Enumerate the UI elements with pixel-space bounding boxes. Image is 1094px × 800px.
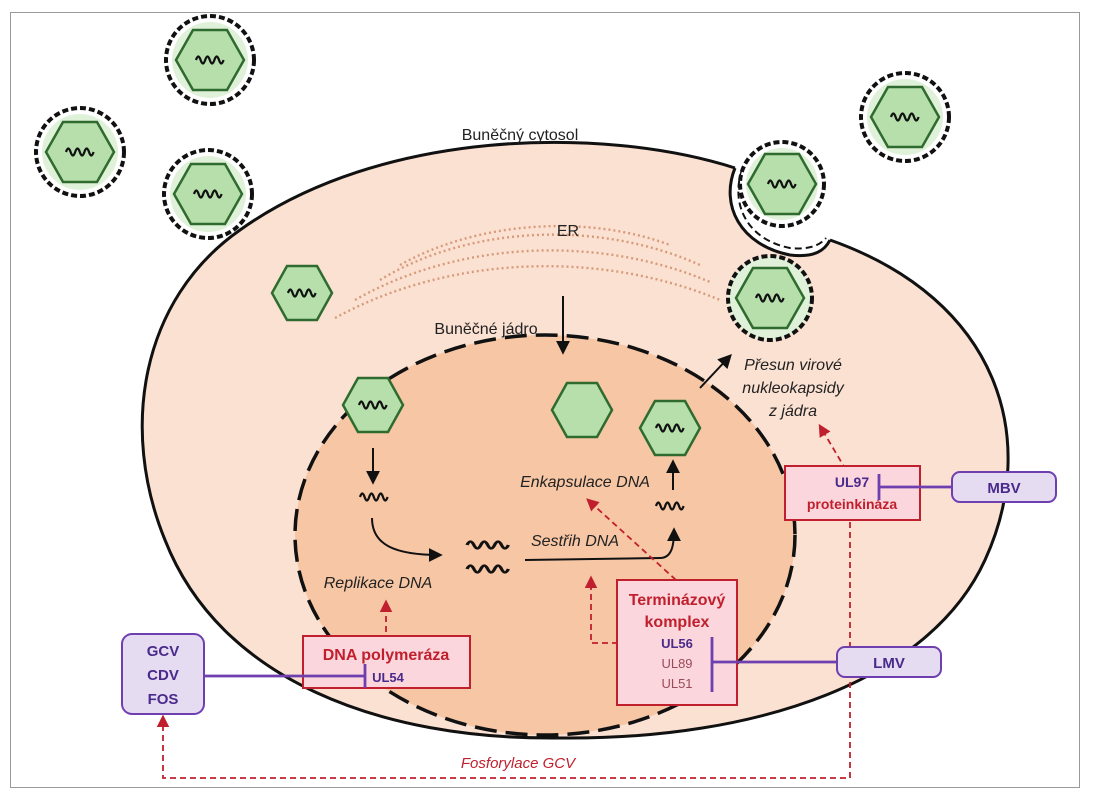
drug-gcv: GCV — [147, 643, 180, 660]
virion-outside-4 — [859, 71, 951, 163]
replication-label: Replikace DNA — [324, 575, 432, 592]
drug-box-gcv-cdv-fos: GCV CDV FOS — [121, 633, 205, 715]
transport-label-line1: Přesun virové — [744, 357, 842, 374]
figure-frame — [10, 12, 1080, 788]
ul51-gene: UL51 — [661, 676, 692, 691]
encapsulation-label: Enkapsulace DNA — [520, 474, 650, 491]
drug-box-mbv: MBV — [951, 471, 1057, 503]
ul54-gene: UL54 — [372, 670, 405, 685]
cytosol-label: Buněčný cytosol — [462, 127, 579, 144]
drug-box-lmv: LMV — [836, 646, 942, 678]
drug-fos: FOS — [148, 691, 179, 708]
ul97-kinase-box: UL97 proteinkináza — [784, 465, 921, 521]
ul89-gene: UL89 — [661, 656, 692, 671]
drug-cdv: CDV — [147, 667, 179, 684]
ul56-gene: UL56 — [661, 636, 693, 651]
virion-outside-2 — [34, 106, 126, 198]
terminase-title-line1: Terminázový — [629, 592, 726, 609]
capsid-empty — [550, 381, 614, 439]
ul97-gene: UL97 — [835, 474, 869, 490]
drug-lmv: LMV — [873, 655, 905, 672]
virion-budding — [738, 140, 826, 228]
virion-outside-1 — [164, 14, 256, 106]
virion-in-cytosol — [726, 254, 814, 342]
er-label: ER — [557, 223, 579, 240]
capsid-cytosol — [270, 264, 334, 322]
kinase-title: proteinkináza — [807, 496, 897, 512]
phosphorylation-label: Fosforylace GCV — [461, 755, 577, 772]
terminase-title-line2: komplex — [645, 614, 710, 631]
dna-polymerase-title: DNA polymeráza — [323, 647, 450, 664]
dna-polymerase-box: DNA polymeráza UL54 — [302, 635, 471, 689]
capsid-nucleus-right — [638, 399, 702, 457]
capsid-nucleus-left — [341, 376, 405, 434]
nucleus-label: Buněčné jádro — [434, 321, 537, 338]
endoplasmic-reticulum — [334, 224, 721, 320]
splicing-label: Sestřih DNA — [531, 533, 619, 550]
drug-mbv: MBV — [987, 480, 1020, 497]
red-dashed-arrows — [156, 423, 851, 779]
inhibition-lines — [204, 474, 952, 692]
virion-outside-3 — [162, 148, 254, 240]
transport-label-line3: z jádra — [768, 403, 817, 420]
process-arrows — [366, 296, 732, 562]
terminase-complex-box: Terminázový komplex UL56 UL89 UL51 — [616, 579, 738, 706]
transport-label-line2: nukleokapsidy — [742, 380, 844, 397]
